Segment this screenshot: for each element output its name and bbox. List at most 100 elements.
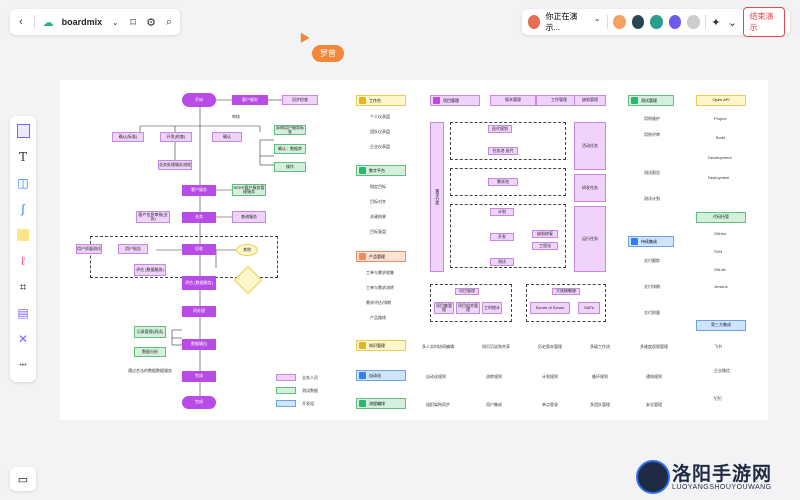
- mid-block[interactable]: 缺陷修复: [532, 230, 558, 238]
- mid-bottom-head[interactable]: 大规模敏捷: [552, 288, 580, 295]
- mid-header[interactable]: 版本管理: [490, 95, 536, 106]
- flow-node[interactable]: 确认：数据库: [274, 144, 306, 154]
- flow-decision[interactable]: 其他: [236, 244, 258, 256]
- row-item: 用户集成: [486, 402, 502, 407]
- flow-node[interactable]: 业务处理服务流程: [158, 160, 192, 170]
- flow-node[interactable]: 业务: [182, 212, 216, 223]
- mid-right-block[interactable]: 研发任务: [574, 174, 606, 202]
- crop-icon[interactable]: ⌗: [19, 279, 27, 294]
- flow-node[interactable]: 完成: [182, 371, 216, 382]
- list-item: 测试计划: [644, 196, 660, 201]
- tag-icon[interactable]: ⌑: [130, 16, 136, 29]
- legend-label: 测试数据: [302, 388, 318, 393]
- mid-bottom-item[interactable]: SAFe: [578, 302, 600, 314]
- flow-node[interactable]: 确认: [212, 132, 242, 142]
- back-icon[interactable]: ‹: [19, 16, 23, 28]
- flow-node[interactable]: 评估 (数据服务): [182, 276, 216, 290]
- chevron-up-icon[interactable]: ⌃: [593, 17, 601, 27]
- more-users-avatar[interactable]: [686, 14, 701, 30]
- row-item: 计划规则: [542, 374, 558, 379]
- flow-label: 审核: [232, 114, 240, 119]
- flow-node[interactable]: 客户信息审核(业务): [136, 211, 170, 223]
- celebrate-icon[interactable]: ✦: [711, 16, 721, 29]
- list-item: Development: [708, 155, 732, 160]
- app-name[interactable]: boardmix: [61, 17, 103, 27]
- frame-icon[interactable]: [15, 122, 31, 140]
- flow-end[interactable]: 完成: [182, 396, 216, 409]
- list-item: GitHub: [714, 231, 727, 236]
- search-icon[interactable]: ⌕: [165, 15, 173, 28]
- sticky-note-icon[interactable]: [15, 226, 31, 244]
- shape-icon[interactable]: ◫: [17, 176, 29, 190]
- project-icon: [433, 97, 440, 104]
- row-item: 安全管理: [646, 402, 662, 407]
- flow-node[interactable]: 初步检查: [282, 95, 318, 105]
- flow-node[interactable]: 数据输出: [182, 339, 216, 350]
- list-item: 交付跟踪: [644, 258, 660, 263]
- flow-node[interactable]: 客户服务: [182, 185, 216, 196]
- mid-bottom-head[interactable]: 项目管理: [455, 288, 479, 295]
- mid-block[interactable]: 测试: [490, 258, 514, 266]
- col4-header[interactable]: Open API: [696, 95, 746, 106]
- chevron-down-icon[interactable]: ⌄: [111, 17, 119, 27]
- row-item: 多团队管理: [590, 402, 610, 407]
- mid-bottom-item[interactable]: Scrum of Scrum: [530, 302, 570, 314]
- list-item: 关键结果: [370, 214, 386, 219]
- text-icon[interactable]: T: [18, 150, 27, 164]
- flow-node[interactable]: 开发(检查): [160, 132, 192, 142]
- flow-node[interactable]: 用户质量测试: [76, 244, 102, 254]
- flow-node[interactable]: 查询服务: [232, 211, 266, 223]
- more-tools[interactable]: •••: [19, 361, 27, 369]
- mid-right-block[interactable]: 活动任务: [574, 122, 606, 170]
- canvas-board[interactable]: 开始 客户服务 初步检查 审核 确认(标准) 开发(检查) 确认 采购用户服务标…: [60, 80, 768, 420]
- row-item: 自动化规则: [426, 374, 446, 379]
- col4-header[interactable]: 代码托管: [696, 212, 746, 223]
- list-item: Deployment: [708, 175, 730, 180]
- avatar: [527, 14, 542, 30]
- minimap-button[interactable]: ▭: [10, 467, 36, 491]
- flow-start[interactable]: 开始: [182, 93, 216, 107]
- pen-icon[interactable]: ∫: [21, 202, 25, 216]
- col4-header[interactable]: 第三方集成: [696, 320, 746, 331]
- collapse-icon[interactable]: ⌄: [727, 16, 737, 29]
- mid-block[interactable]: 工程化: [532, 242, 558, 250]
- mid-block[interactable]: 开发: [490, 233, 514, 241]
- mid-bottom-item[interactable]: 项目集管理: [434, 302, 454, 314]
- mid-right-block[interactable]: 运行任务: [574, 206, 606, 272]
- avatar[interactable]: [667, 14, 683, 30]
- mid-bottom-item[interactable]: 工时统计: [482, 302, 502, 314]
- flow-node[interactable]: 确认(标准): [112, 132, 144, 142]
- list-item: SVN: [714, 249, 723, 254]
- flow-node[interactable]: 采购用户服务标准: [274, 125, 306, 135]
- legend-swatch: [276, 374, 296, 381]
- avatar[interactable]: [649, 14, 664, 30]
- list-item: 交付排期: [644, 284, 660, 289]
- mid-block[interactable]: 迭代规划: [488, 125, 512, 133]
- flow-node[interactable]: 评估 (数据服务): [134, 264, 166, 276]
- flow-node[interactable]: 用户报告: [118, 244, 148, 254]
- flow-node[interactable]: 操作: [274, 162, 306, 172]
- section-header: 数字平台: [356, 165, 406, 176]
- mid-bottom-item[interactable]: 项目组合管理: [456, 302, 480, 314]
- gear-icon[interactable]: ⚙: [146, 16, 156, 29]
- flow-node[interactable]: 再处理: [182, 306, 216, 317]
- connector-icon[interactable]: ✕: [17, 332, 29, 346]
- avatar[interactable]: [612, 14, 627, 30]
- flow-node[interactable]: 回收: [182, 244, 216, 255]
- mid-block[interactable]: 计划: [490, 208, 514, 216]
- mid-header[interactable]: 缺陷管理: [574, 95, 606, 106]
- draw-icon[interactable]: ℓ: [21, 254, 25, 268]
- list-item: 用例维护: [644, 116, 660, 121]
- mid-left-bar[interactable]: 需求分类: [430, 122, 444, 272]
- row-item: 流转规则: [486, 374, 502, 379]
- mid-block[interactable]: 需求池: [488, 178, 518, 186]
- flow-node[interactable]: 数据分析: [134, 347, 166, 357]
- mid-block[interactable]: 任务池 迭代: [488, 147, 518, 155]
- flow-node[interactable]: SERP客户服务管理服务: [232, 184, 266, 196]
- flow-node[interactable]: 记录管理(测试): [134, 326, 166, 338]
- watermark-title: 洛阳手游网: [672, 464, 773, 485]
- template-icon[interactable]: ▤: [17, 306, 29, 320]
- exit-presentation-button[interactable]: 结束演示: [742, 7, 786, 37]
- avatar[interactable]: [630, 14, 646, 30]
- flow-node[interactable]: 客户服务: [232, 95, 268, 105]
